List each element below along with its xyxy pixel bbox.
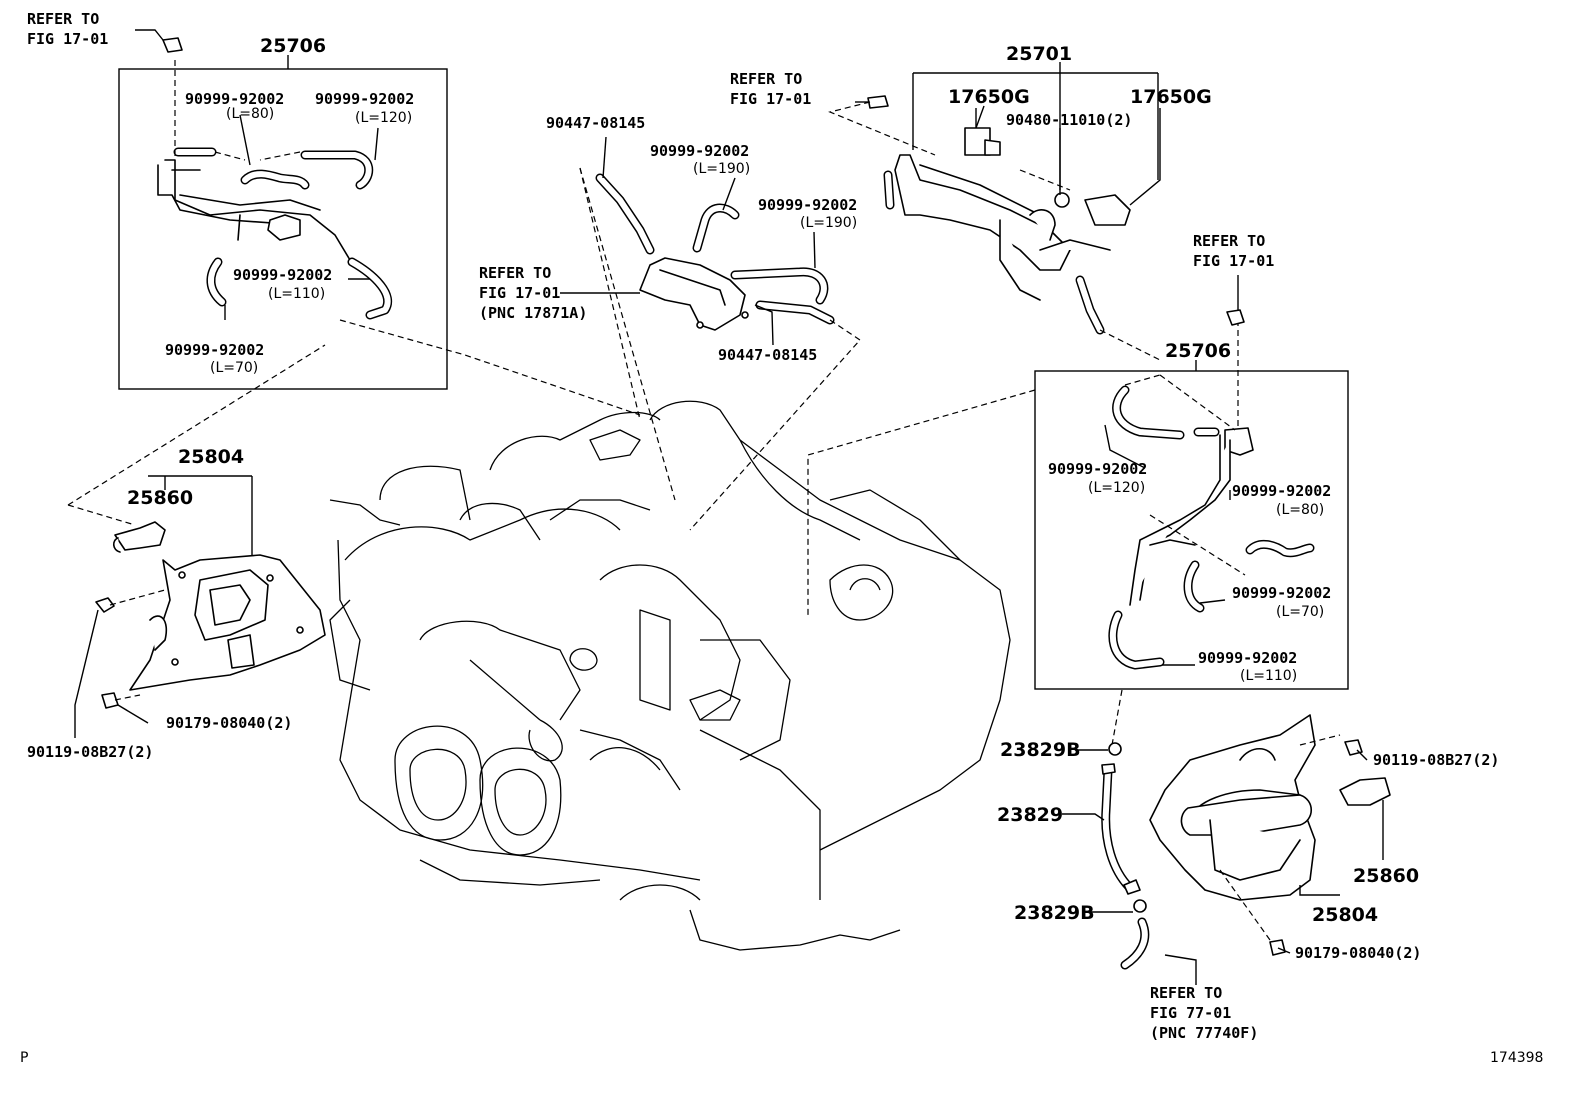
hose-l190-a-number: 90999-92002 [650, 142, 749, 160]
part-90179-right: 90179-08040(2) [1295, 944, 1421, 962]
part-25706-left: 25706 [260, 35, 326, 57]
part-25804-right: 25804 [1312, 904, 1378, 926]
part-25860-left: 25860 [127, 487, 193, 509]
hose-l80-right-length: (L=80) [1276, 502, 1324, 518]
part-90119-right: 90119-08B27(2) [1373, 751, 1499, 769]
hose-l110-right-number: 90999-92002 [1198, 649, 1297, 667]
refer-right-line1: REFER TO [1193, 232, 1265, 250]
refer-bottom-line1: REFER TO [1150, 984, 1222, 1002]
refer-bottom-line3: (PNC 77740F) [1150, 1024, 1258, 1042]
hose-l120-left-length: (L=120) [355, 110, 412, 126]
part-90480: 90480-11010(2) [1006, 111, 1132, 129]
hose-l70-right-length: (L=70) [1276, 604, 1324, 620]
callout-labels: REFER TO FIG 17-01 25706 90999-92002 (L=… [20, 10, 1543, 1066]
refer-mid-line3: (PNC 17871A) [479, 304, 587, 322]
refer-top-left-line2: FIG 17-01 [27, 30, 108, 48]
fuel-hose-23829 [1101, 742, 1150, 970]
bolt-icons [162, 37, 183, 53]
part-25860-right: 25860 [1353, 865, 1419, 887]
hose-l190-b-length: (L=190) [800, 215, 857, 231]
part-23829b-bottom: 23829B [1014, 902, 1095, 924]
part-25701: 25701 [1006, 43, 1072, 65]
hose-l190-a-length: (L=190) [693, 161, 750, 177]
hose-l110-left-number: 90999-92002 [233, 266, 332, 284]
part-17650g-b: 17650G [1130, 86, 1212, 108]
engine-illustration [329, 400, 1011, 951]
part-17650g-a: 17650G [948, 86, 1030, 108]
refer-right-line2: FIG 17-01 [1193, 252, 1274, 270]
right-canister-bracket [1149, 714, 1391, 956]
hose-l120-right-number: 90999-92002 [1048, 460, 1147, 478]
part-25804-left: 25804 [178, 446, 244, 468]
part-90179-left: 90179-08040(2) [166, 714, 292, 732]
hose-l80-left-length: (L=80) [226, 106, 274, 122]
leader-lines [74, 29, 1384, 985]
part-25706-right: 25706 [1165, 340, 1231, 362]
hose-l110-right-length: (L=110) [1240, 668, 1297, 684]
refer-bottom-line2: FIG 77-01 [1150, 1004, 1231, 1022]
part-23829b-top: 23829B [1000, 739, 1081, 761]
right-pipe-assembly-box [807, 309, 1349, 746]
figure-id: 174398 [1490, 1050, 1543, 1066]
hose-l120-right-length: (L=120) [1088, 480, 1145, 496]
bolt-top-left-icon [162, 37, 183, 53]
clip-top-number: 90447-08145 [546, 114, 645, 132]
vsv-bracket-assembly [828, 62, 1161, 361]
hose-l80-left-number: 90999-92002 [185, 90, 284, 108]
hose-l80-right-number: 90999-92002 [1232, 482, 1331, 500]
hose-l70-left-length: (L=70) [210, 360, 258, 376]
refer-top-line2: FIG 17-01 [730, 90, 811, 108]
hose-l120-left-number: 90999-92002 [315, 90, 414, 108]
refer-mid-line1: REFER TO [479, 264, 551, 282]
center-bracket-assembly [579, 167, 861, 531]
refer-top-left-line1: REFER TO [27, 10, 99, 28]
left-pipe-assembly-box [118, 55, 448, 390]
refer-top-line1: REFER TO [730, 70, 802, 88]
corner-letter: P [20, 1050, 28, 1066]
hose-l70-right-number: 90999-92002 [1232, 584, 1331, 602]
hose-l190-b-number: 90999-92002 [758, 196, 857, 214]
hose-l110-left-length: (L=110) [268, 286, 325, 302]
part-90119-left: 90119-08B27(2) [27, 743, 153, 761]
hose-l70-left-number: 90999-92002 [165, 341, 264, 359]
left-vsv-bracket [67, 319, 641, 709]
part-23829: 23829 [997, 804, 1063, 826]
clip-bottom-number: 90447-08145 [718, 346, 817, 364]
refer-mid-line2: FIG 17-01 [479, 284, 560, 302]
